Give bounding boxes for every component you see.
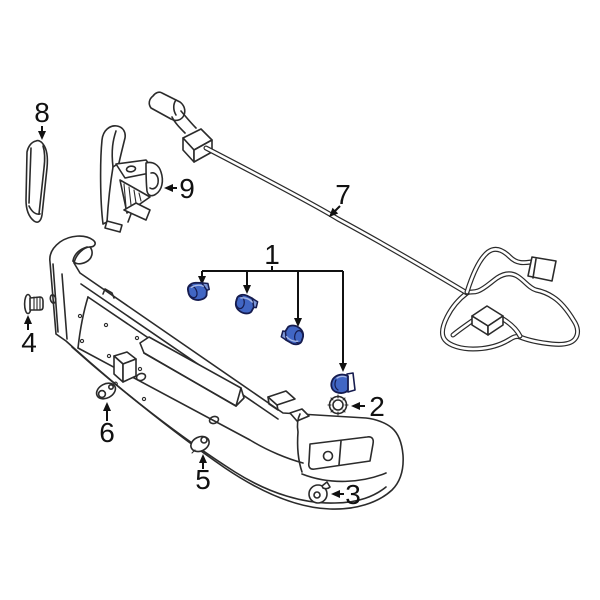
callout-3[interactable]: 3 (345, 479, 361, 510)
callout-9[interactable]: 9 (179, 173, 195, 204)
parking-sensor-2 (234, 293, 259, 315)
part-8-pad (25, 139, 49, 223)
step-pad (139, 336, 245, 407)
rear-bumper-drawing (49, 235, 404, 510)
callout-8[interactable]: 8 (34, 97, 50, 128)
wiring-harness (148, 91, 580, 352)
harness-branch (464, 246, 539, 295)
harness-boot (148, 91, 186, 122)
hole-face-2 (208, 415, 220, 425)
hitch-step-box (113, 351, 137, 383)
callout-2[interactable]: 2 (369, 391, 385, 422)
bumper-end-cap (296, 413, 387, 483)
part-2-ring-nut (327, 394, 349, 416)
callout-5[interactable]: 5 (195, 464, 211, 495)
harness-loop (439, 271, 580, 352)
callout-1[interactable]: 1 (264, 239, 280, 270)
part-3-grommet (308, 481, 331, 504)
parking-sensor-3 (280, 324, 305, 346)
harness-loop-connector (450, 305, 523, 339)
hole-end-cap (322, 450, 334, 462)
loop-stub-left (450, 318, 475, 338)
part-9-bracket (99, 125, 164, 233)
callout-4[interactable]: 4 (21, 327, 37, 358)
parking-sensor-retainer (330, 372, 356, 394)
parking-sensor-1 (186, 281, 210, 301)
callout-leaders (24, 126, 365, 498)
callout-6[interactable]: 6 (99, 417, 115, 448)
part-4-clip (23, 293, 44, 315)
bumper-silhouette (49, 235, 404, 510)
part-6-grommet (95, 381, 118, 400)
harness-connector-box (182, 128, 213, 163)
hole-left-end (49, 294, 57, 304)
harness-flat-connector (527, 256, 557, 282)
harness-main-run (203, 145, 470, 296)
callout-7[interactable]: 7 (335, 179, 351, 210)
loop-stub-right (500, 316, 523, 339)
part-5-grommet (190, 435, 210, 454)
hole-face-1 (135, 372, 147, 382)
